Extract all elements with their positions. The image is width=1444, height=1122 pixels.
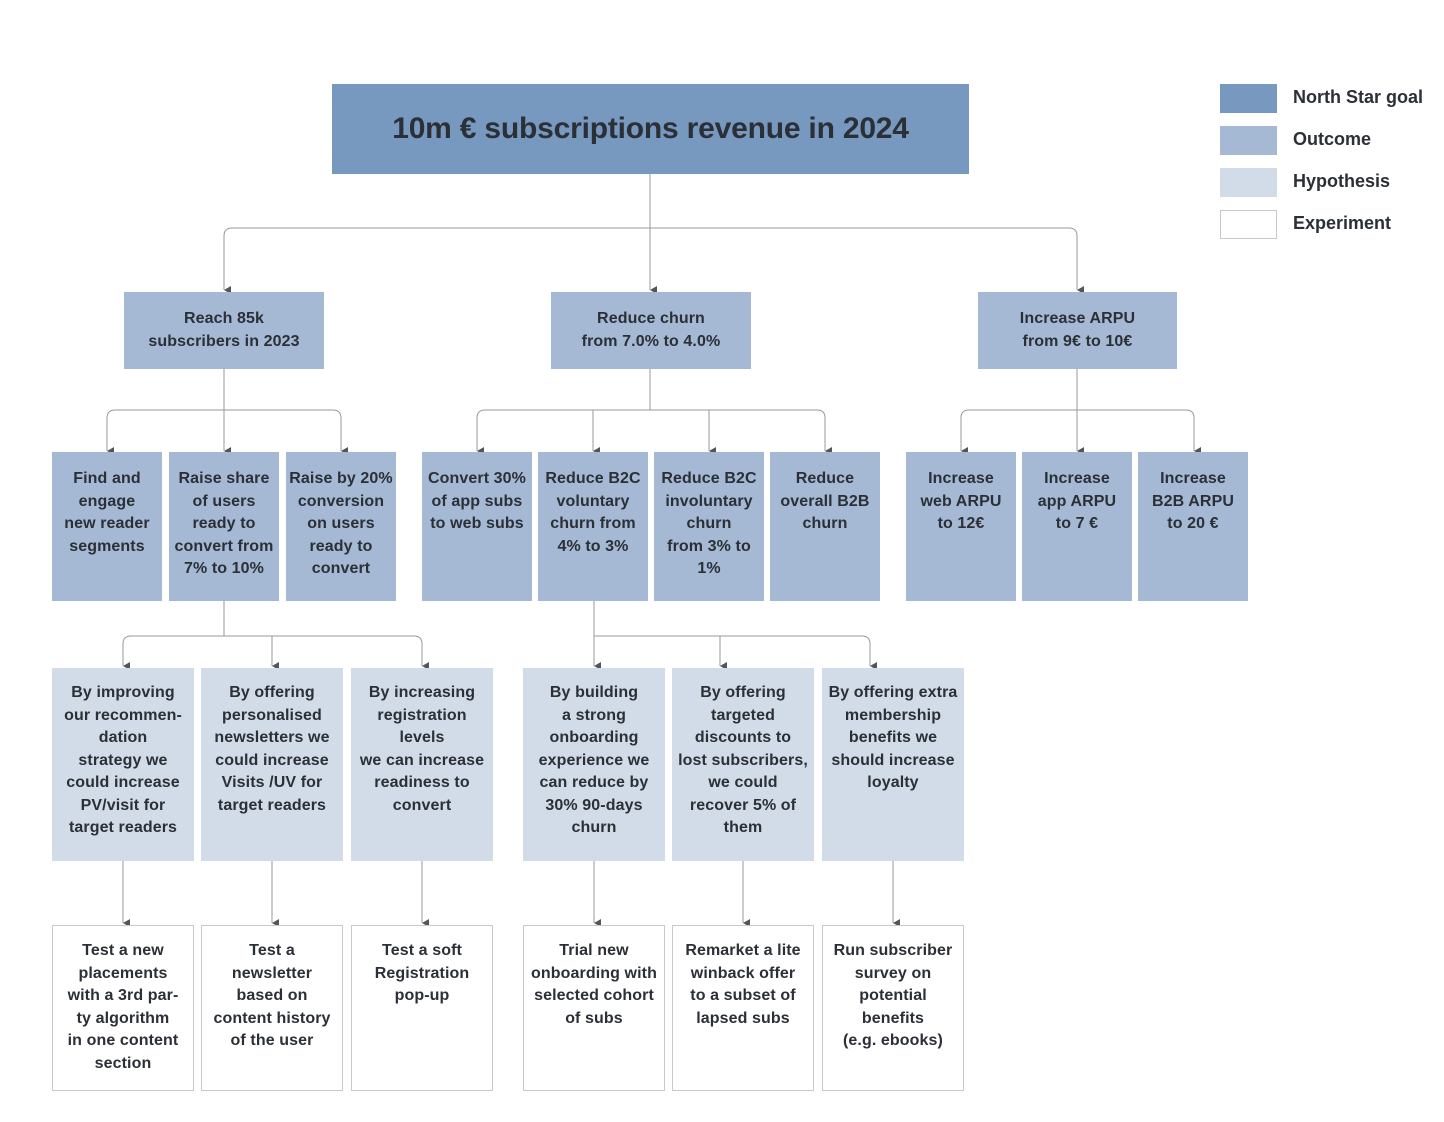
experiment-node-onboarding-trial[interactable]: Trial new onboarding with selected cohor… [523,925,665,1091]
sub-outcome-node-ready-share[interactable]: Raise share of users ready to convert fr… [169,452,279,601]
hypothesis-text: By offering targeted discounts to lost s… [678,684,808,836]
sub-outcome-node-app-to-web[interactable]: Convert 30% of app subs to web subs [422,452,532,601]
legend-swatch [1220,210,1277,239]
hypothesis-text: By improving our recommen- dation strate… [64,684,182,836]
sub-outcome-text: Reduce overall B2B churn [780,470,870,532]
sub-outcome-node-b2b-arpu[interactable]: Increase B2B ARPU to 20 € [1138,452,1248,601]
experiment-text: Run subscriber survey on potential benef… [833,942,953,1049]
legend-swatch [1220,84,1277,113]
sub-outcome-text: Reduce B2C involuntary churn from 3% to … [661,470,757,577]
experiment-node-popup[interactable]: Test a soft Registration pop-up [351,925,493,1091]
legend-swatch [1220,126,1277,155]
sub-outcome-node-new-segments[interactable]: Find and engage new reader segments [52,452,162,601]
legend-item-north-star: North Star goal [1220,84,1444,116]
hypothesis-text: By increasing registration levels we can… [359,684,485,814]
sub-outcome-node-conversion[interactable]: Raise by 20% conversion on users ready t… [286,452,396,601]
hypothesis-node-newsletters[interactable]: By offering personalised newsletters we … [201,668,343,861]
hypothesis-text: By offering extra membership benefits we… [828,684,958,791]
experiment-node-newsletter[interactable]: Test a newsletter based on content histo… [201,925,343,1091]
sub-outcome-text: Raise by 20% conversion on users ready t… [289,470,393,577]
sub-outcome-text: Raise share of users ready to convert fr… [174,470,274,577]
outcome-text: Increase ARPU from 9€ to 10€ [1019,310,1136,350]
sub-outcome-node-b2c-voluntary[interactable]: Reduce B2C voluntary churn from 4% to 3% [538,452,648,601]
outcome-text: Reach 85k subscribers in 2023 [148,310,300,350]
experiment-text: Test a soft Registration pop-up [374,942,470,1004]
outcome-node-churn[interactable]: Reduce churn from 7.0% to 4.0% [551,292,751,369]
hypothesis-node-recommendation[interactable]: By improving our recommen- dation strate… [52,668,194,861]
legend-label: North Star goal [1293,87,1424,107]
legend-swatch [1220,168,1277,197]
legend-label: Hypothesis [1293,171,1391,191]
legend-item-hypothesis: Hypothesis [1220,168,1444,200]
outcome-node-arpu[interactable]: Increase ARPU from 9€ to 10€ [978,292,1177,369]
sub-outcome-text: Increase web ARPU to 12€ [920,470,1002,532]
hypothesis-node-benefits[interactable]: By offering extra membership benefits we… [822,668,964,861]
sub-outcome-node-b2b-churn[interactable]: Reduce overall B2B churn [770,452,880,601]
experiment-node-survey[interactable]: Run subscriber survey on potential benef… [822,925,964,1091]
sub-outcome-text: Reduce B2C voluntary churn from 4% to 3% [545,470,641,555]
experiment-node-winback[interactable]: Remarket a lite winback offer to a subse… [672,925,814,1091]
outcome-text: Reduce churn from 7.0% to 4.0% [581,310,721,350]
sub-outcome-text: Find and engage new reader segments [64,470,150,555]
connector-sub-5-bus [594,635,877,670]
sub-outcome-node-web-arpu[interactable]: Increase web ARPU to 12€ [906,452,1016,601]
sub-outcome-node-b2c-involuntary[interactable]: Reduce B2C involuntary churn from 3% to … [654,452,764,601]
hypothesis-node-discounts[interactable]: By offering targeted discounts to lost s… [672,668,814,861]
sub-outcome-text: Increase app ARPU to 7 € [1037,470,1117,532]
hypothesis-text: By building a strong onboarding experien… [538,684,650,836]
hypothesis-node-onboarding[interactable]: By building a strong onboarding experien… [523,668,665,861]
experiment-text: Test a newsletter based on content histo… [213,942,331,1049]
hypothesis-node-registration[interactable]: By increasing registration levels we can… [351,668,493,861]
experiment-text: Test a new placements with a 3rd par- ty… [67,942,179,1072]
hypothesis-text: By offering personalised newsletters we … [214,684,330,814]
outcome-node-subscribers[interactable]: Reach 85k subscribers in 2023 [124,292,324,369]
sub-outcome-text: Increase B2B ARPU to 20 € [1152,470,1234,532]
sub-outcome-text: Convert 30% of app subs to web subs [427,470,527,532]
connector-outcome-2-bus [476,409,832,455]
legend-label: Experiment [1293,213,1392,233]
sub-outcome-node-app-arpu[interactable]: Increase app ARPU to 7 € [1022,452,1132,601]
north-star-goal-text: 10m € subscriptions revenue in 2024 [392,112,909,145]
experiment-node-placements[interactable]: Test a new placements with a 3rd par- ty… [52,925,194,1091]
legend-label: Outcome [1293,129,1372,149]
north-star-goal-node[interactable]: 10m € subscriptions revenue in 2024 [332,84,969,174]
legend-item-outcome: Outcome [1220,126,1444,158]
experiment-text: Trial new onboarding with selected cohor… [531,942,657,1027]
legend-item-experiment: Experiment [1220,210,1444,242]
experiment-text: Remarket a lite winback offer to a subse… [685,942,801,1027]
